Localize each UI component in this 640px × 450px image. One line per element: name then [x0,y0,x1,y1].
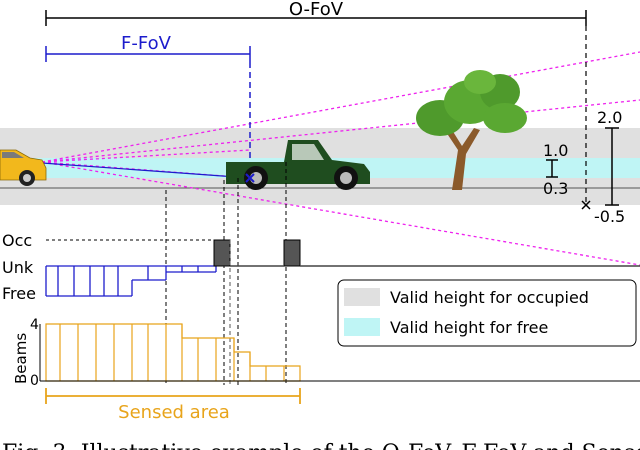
o-fov-indicator [45,10,587,26]
blue-x-marker [245,173,255,183]
figure-caption: Fig. 3: Illustrative example of the O-Fo… [2,441,640,450]
occupied-height-scale [605,127,619,206]
sensed-area-label: Sensed area [118,402,230,423]
beams-tick-4: 4 [30,317,39,333]
legend-box: Valid height for occupied Valid height f… [337,279,637,347]
beams-tick-0: 0 [30,373,39,389]
legend-label-occupied: Valid height for occupied [390,288,589,307]
f-fov-indicator [45,46,251,62]
height-label-2-0: 2.0 [597,108,622,127]
state-label-occ: Occ [2,231,32,250]
legend-swatch-occupied [344,288,380,306]
legend-swatch-free [344,318,380,336]
f-fov-label: F-FoV [121,33,172,54]
beams-axis-title: Beams [12,333,30,384]
height-label-0-3: 0.3 [543,179,568,198]
ego-car-icon [0,149,47,186]
sensed-area-bracket [45,388,301,404]
pickup-truck-icon [226,140,370,190]
occupied-state-bars [213,239,301,267]
black-x-marker [581,200,591,210]
ray-to-ground [41,162,251,179]
free-height-scale [546,159,558,178]
free-state-steps [45,265,217,297]
legend-label-free: Valid height for free [390,318,548,337]
state-label-unk: Unk [2,258,34,277]
o-fov-label: O-FoV [289,0,344,20]
height-label-1-0: 1.0 [543,141,568,160]
height-label-neg-0-5: -0.5 [594,207,625,226]
tree-icon [416,70,527,190]
beams-bars [45,323,301,382]
state-label-free: Free [2,284,36,303]
